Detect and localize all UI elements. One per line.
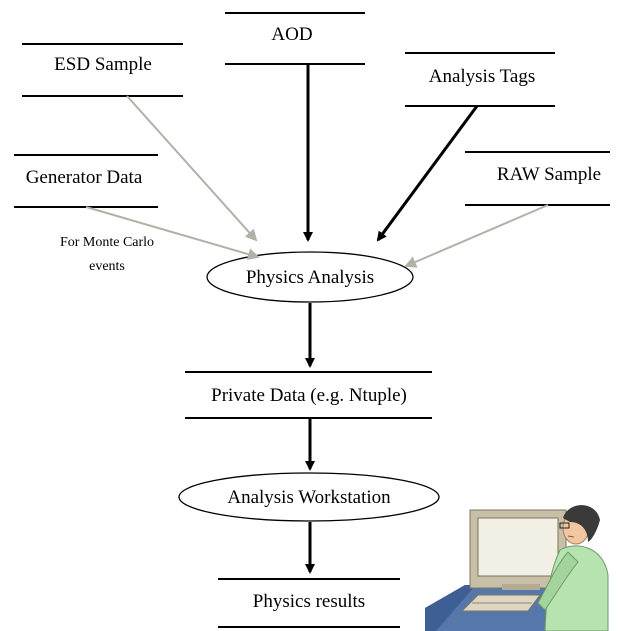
person-at-computer-icon: [425, 505, 609, 631]
store-private-data-label: Private Data (e.g. Ntuple): [211, 385, 407, 406]
process-physics-analysis-label: Physics Analysis: [246, 267, 374, 288]
store-esd-sample: ESD Sample: [22, 43, 183, 97]
store-analysis-tags-label: Analysis Tags: [429, 66, 536, 87]
monte-carlo-note-line2: events: [89, 259, 125, 274]
monte-carlo-note: For Monte Carlo events: [60, 235, 154, 274]
arrow-generator-to-physics-analysis: [85, 206, 260, 260]
store-analysis-tags: Analysis Tags: [405, 52, 555, 107]
arrow-esd-to-physics-analysis: [126, 95, 258, 242]
arrow-tags-to-physics-analysis: [376, 105, 479, 242]
process-analysis-workstation: Analysis Workstation: [178, 472, 440, 522]
store-physics-results: Physics results: [218, 578, 400, 628]
store-raw-sample: RAW Sample: [465, 151, 610, 206]
store-generator-data: Generator Data: [14, 154, 158, 208]
store-private-data: Private Data (e.g. Ntuple): [185, 371, 432, 419]
store-physics-results-label: Physics results: [253, 591, 365, 612]
store-aod-label: AOD: [271, 24, 312, 45]
store-raw-sample-label: RAW Sample: [497, 164, 601, 185]
monte-carlo-note-line1: For Monte Carlo: [60, 235, 154, 250]
arrow-raw-to-physics-analysis: [404, 204, 549, 268]
process-physics-analysis: Physics Analysis: [206, 251, 414, 303]
process-analysis-workstation-label: Analysis Workstation: [227, 487, 391, 508]
store-generator-data-label: Generator Data: [26, 167, 143, 188]
store-aod: AOD: [225, 12, 365, 65]
store-esd-sample-label: ESD Sample: [54, 54, 152, 75]
